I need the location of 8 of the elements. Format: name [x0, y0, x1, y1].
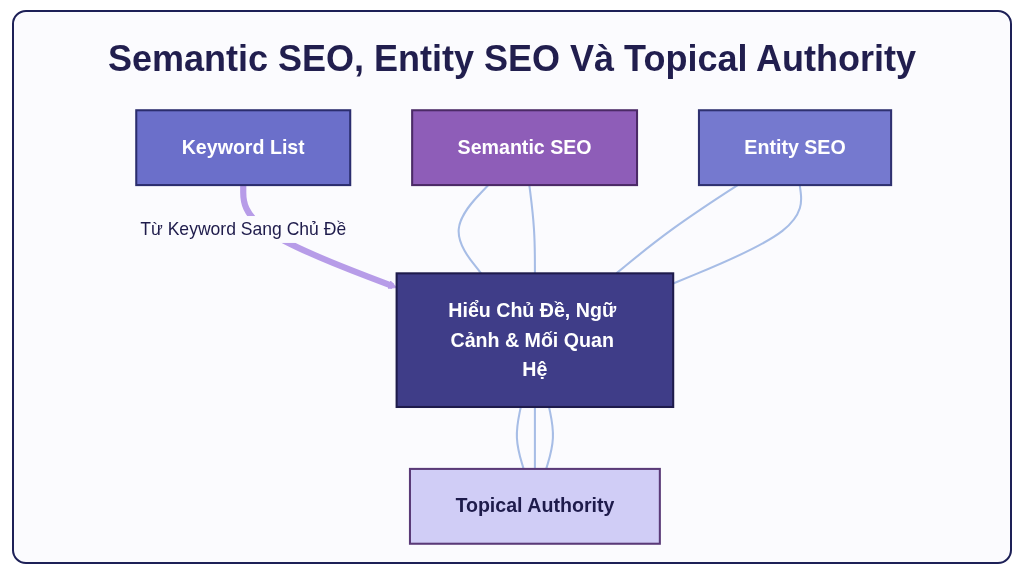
edge-label: Từ Keyword Sang Chủ Đề: [140, 216, 347, 243]
hub-box: Hiểu Chủ Đề, Ngữ Cảnh & Mối Quan Hệ: [395, 272, 675, 408]
process-box: Topical Authority: [409, 467, 662, 545]
connector-line: [534, 407, 537, 469]
process-box: Entity SEO: [698, 109, 893, 187]
title: Semantic SEO, Entity SEO Và Topical Authority: [107, 38, 917, 80]
process-box: Keyword List: [135, 109, 352, 187]
process-box: Semantic SEO: [411, 109, 639, 187]
